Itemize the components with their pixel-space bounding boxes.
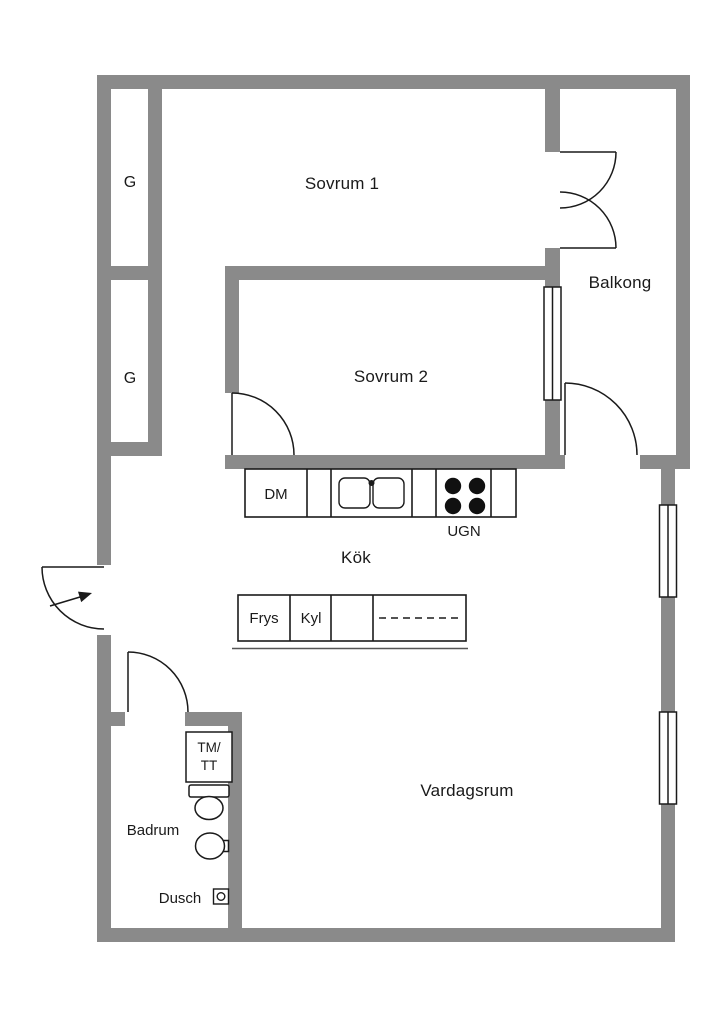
wall-closet-right-upper bbox=[148, 89, 162, 266]
bathroom-fixtures bbox=[185, 731, 233, 905]
balcony-door-icon bbox=[564, 382, 638, 456]
bathroom-door-icon bbox=[127, 651, 189, 713]
labels: G G Sovrum 1 Sovrum 2 Balkong Kök Vardag… bbox=[124, 174, 652, 907]
windows bbox=[543, 286, 678, 805]
wall-top bbox=[97, 75, 690, 89]
sink-icon bbox=[338, 477, 405, 509]
label-frys: Frys bbox=[249, 610, 278, 627]
wall-sovrum-divider bbox=[225, 266, 560, 280]
entry-arrow-icon bbox=[49, 591, 92, 607]
kitchen-counter bbox=[244, 468, 517, 518]
sovrum2-door-icon bbox=[231, 392, 295, 456]
window-icon bbox=[658, 504, 678, 598]
window-icon bbox=[543, 286, 562, 401]
wall-sovrum2-left bbox=[225, 266, 239, 393]
wall-bathroom-top-right bbox=[185, 712, 242, 726]
label-kyl: Kyl bbox=[301, 610, 322, 627]
label-dusch: Dusch bbox=[159, 890, 202, 907]
wall-balcony-bottom-right bbox=[640, 455, 690, 469]
label-sovrum1: Sovrum 1 bbox=[305, 174, 379, 193]
wall-closet-bottom bbox=[97, 442, 162, 456]
label-tm-line2: TT bbox=[201, 758, 218, 773]
entry-door-icon bbox=[41, 566, 105, 630]
label-badrum: Badrum bbox=[127, 822, 180, 839]
label-ugn: UGN bbox=[447, 523, 480, 540]
label-tm-line1: TM/ bbox=[197, 740, 220, 755]
walls bbox=[97, 75, 690, 942]
label-kok: Kök bbox=[341, 548, 371, 567]
label-sovrum2: Sovrum 2 bbox=[354, 367, 428, 386]
double-door-icon bbox=[559, 151, 617, 249]
wall-closet-divider bbox=[97, 266, 162, 280]
label-closet-top: G bbox=[124, 174, 136, 191]
wall-closet-right-lower bbox=[148, 280, 162, 442]
wall-balcony-left-seg3 bbox=[545, 400, 560, 455]
kitchen-island bbox=[232, 594, 468, 650]
toilet-icon bbox=[188, 784, 230, 821]
floor-drain-icon bbox=[212, 888, 230, 905]
doors bbox=[41, 151, 638, 713]
washer-dryer-box bbox=[185, 731, 233, 783]
washbasin-icon bbox=[194, 832, 230, 860]
wall-bathroom-top-left bbox=[111, 712, 125, 726]
stove-icon bbox=[444, 477, 486, 515]
label-closet-bottom: G bbox=[124, 370, 136, 387]
label-balkong: Balkong bbox=[589, 273, 652, 292]
wall-bottom bbox=[97, 928, 675, 942]
wall-balcony-right bbox=[676, 75, 690, 469]
label-dm: DM bbox=[264, 486, 287, 503]
label-vardagsrum: Vardagsrum bbox=[420, 781, 513, 800]
window-icon bbox=[658, 711, 678, 805]
wall-kitchen-top bbox=[225, 455, 560, 469]
wall-left-upper bbox=[97, 75, 111, 565]
wall-left-lower bbox=[97, 635, 111, 942]
wall-balcony-left-seg1 bbox=[545, 89, 560, 152]
